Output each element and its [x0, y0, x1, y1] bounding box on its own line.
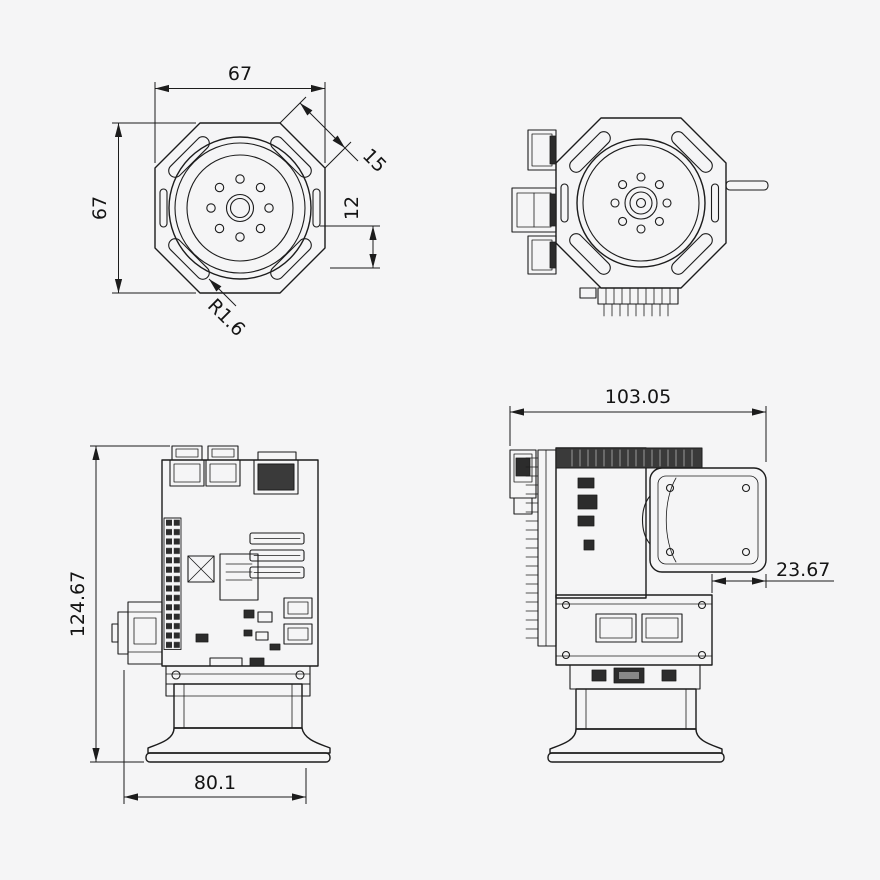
dim-label-base-width: 80.1	[194, 772, 236, 794]
base-assembly-side	[547, 664, 725, 763]
plate-outline	[154, 122, 326, 294]
dim-slot-offset: 12	[320, 196, 380, 269]
view-module-front: 124.67 80.1	[67, 445, 331, 804]
base-assembly	[145, 665, 331, 763]
tilt-bracket	[641, 467, 767, 573]
motor-circles-top	[576, 138, 706, 268]
view-module-top	[511, 117, 769, 317]
dim-label-overall-height: 124.67	[67, 571, 89, 637]
view-module-side: 103.05 23.67	[509, 386, 834, 763]
dim-label-slot-offset: 12	[341, 196, 363, 220]
signal-wire	[725, 180, 769, 191]
dim-bracket-offset: 23.67	[711, 559, 834, 593]
motor-circles	[168, 136, 312, 280]
dim-label-plate-width: 67	[228, 63, 252, 85]
dim-overall-height: 124.67	[67, 445, 170, 763]
left-connectors	[511, 129, 557, 275]
bottom-pin-header	[579, 287, 679, 317]
tilt-motor	[111, 601, 163, 665]
side-body	[555, 447, 703, 599]
dim-label-plate-height: 67	[89, 196, 111, 220]
dim-base-width: 80.1	[123, 670, 307, 804]
side-connectors	[509, 449, 557, 647]
dim-label-bracket-offset: 23.67	[776, 559, 830, 581]
dim-overall-depth: 103.05	[509, 386, 767, 462]
dim-label-overall-depth: 103.05	[605, 386, 671, 408]
dim-plate-height: 67	[89, 122, 196, 294]
